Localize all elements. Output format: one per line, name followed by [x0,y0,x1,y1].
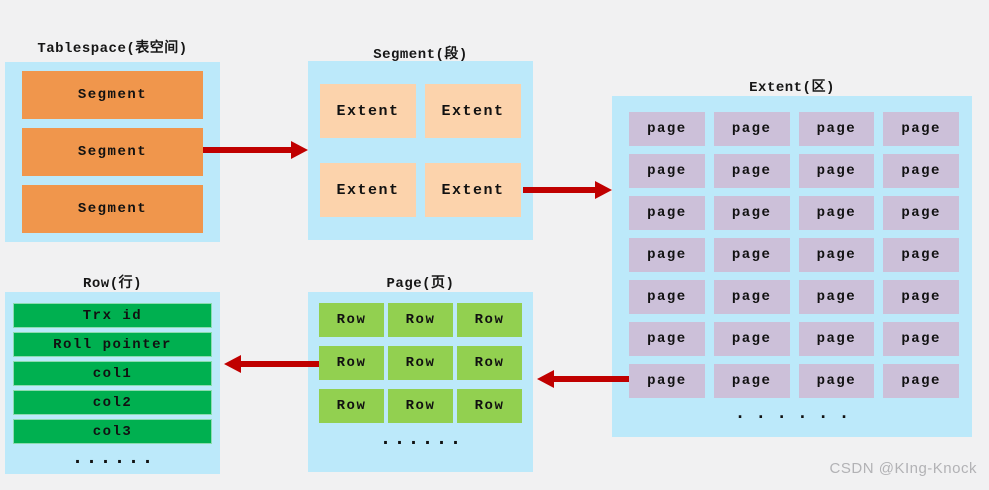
arrow-head-icon [291,141,308,159]
page-box: page [629,322,705,356]
row-cell-box: Row [388,346,453,380]
row-cell-box: Row [457,303,522,337]
extent-box: Extent [320,84,416,138]
page-box: page [798,364,875,398]
arrow-head-icon [224,355,241,373]
row-cell-box: Row [388,303,453,337]
page-box: page [883,280,959,314]
page-box: page [883,364,959,398]
row-field-box: col1 [13,361,212,386]
page-box: page [629,280,705,314]
page-box: page [798,196,875,230]
page-box: page [798,322,875,356]
extent-box: Extent [320,163,416,217]
page-box: page [713,280,790,314]
row-field-box: col2 [13,390,212,415]
row-cell-box: Row [319,303,384,337]
page-box: page [629,364,705,398]
page-box: page [883,196,959,230]
page-box: page [798,238,875,272]
row-label: Row(行) [82,276,142,292]
page-box: page [629,238,705,272]
extent-ellipsis: ...... [734,404,860,424]
page-box: page [713,238,790,272]
extent-box: Extent [425,84,521,138]
page-box: page [798,154,875,188]
arrow-shaft [551,376,629,382]
page-box: page [883,154,959,188]
row-cell-box: Row [457,346,522,380]
page-label: Page(页) [386,276,455,292]
arrow-head-icon [537,370,554,388]
row-cell-box: Row [319,346,384,380]
page-ellipsis: ...... [379,428,464,451]
row-cell-box: Row [319,389,384,423]
row-cell-box: Row [388,389,453,423]
arrow-head-icon [595,181,612,199]
page-box: page [713,154,790,188]
page-box: page [883,238,959,272]
segment-label: Segment(段) [373,47,468,63]
row-field-box: Roll pointer [13,332,212,357]
arrow-segment-to-extent [523,181,612,199]
arrow-extent-to-page [537,370,629,388]
row-panel: Trx id Roll pointer col1 col2 col3 ...... [5,292,220,474]
watermark: CSDN @KIng-Knock [829,460,977,477]
page-box: page [883,322,959,356]
arrow-shaft [238,361,319,367]
page-box: page [713,112,790,146]
arrow-page-to-row [224,355,319,373]
row-field-list: Trx id Roll pointer col1 col2 col3 [5,292,220,444]
segment-box: Segment [22,71,203,119]
page-box: page [629,196,705,230]
page-box: page [798,112,875,146]
row-field-box: Trx id [13,303,212,328]
page-box: page [629,112,705,146]
page-box: page [629,154,705,188]
arrow-shaft [523,187,598,193]
page-box: page [713,196,790,230]
segment-box: Segment [22,128,203,176]
row-field-box: col3 [13,419,212,444]
extent-label: Extent(区) [749,80,835,96]
row-cell-box: Row [457,389,522,423]
arrow-tablespace-to-segment [203,141,308,159]
extent-box: Extent [425,163,521,217]
page-box: page [713,364,790,398]
page-box: page [798,280,875,314]
tablespace-label: Tablespace(表空间) [37,41,188,57]
arrow-shaft [203,147,294,153]
page-box: page [883,112,959,146]
segment-box: Segment [22,185,203,233]
page-box: page [713,322,790,356]
row-ellipsis: ...... [71,447,156,470]
